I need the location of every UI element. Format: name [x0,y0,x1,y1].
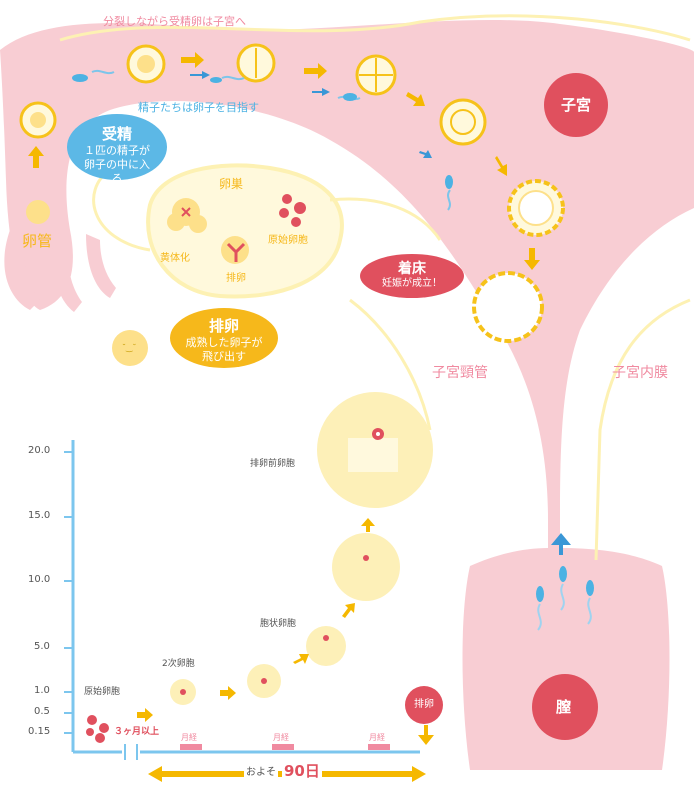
ovulating-follicle-icon [221,236,249,264]
period-label: 月経 [369,734,385,742]
two-cell-embryo [238,45,274,81]
axis-break-label: ３ヶ月以上 [114,728,159,737]
sperm-route-label: 精子たちは卵子を目指す [138,102,259,113]
period-label: 月経 [273,734,289,742]
implantation-text: 妊娠が成立！ [360,278,464,291]
four-cell-embryo [357,56,395,94]
zygote [128,46,164,82]
ovulation-title: 排卵 [170,315,278,336]
y-tick-label: 0.5 [34,707,50,717]
stage-label: 胞状卵胞 [260,620,296,629]
early-blastocyst [509,181,563,235]
ovulation-marker-label: 排卵 [414,700,434,710]
y-tick-label: 0.15 [28,727,50,737]
stage-label: 原始卵胞 [84,688,120,697]
implantation-note: 着床 妊娠が成立！ [360,254,464,298]
vagina-label: 膣 [556,700,571,715]
stage-label: 2次卵胞 [162,660,195,669]
primordial-follicles-chart [86,715,109,743]
endometrium-label: 子宮内膜 [612,366,668,380]
ovum-label: 排卵 [226,274,246,284]
ovulation-note: 排卵 成熟した卵子が飛び出す [170,308,278,368]
svg-text:˘‿˘: ˘‿˘ [122,342,136,352]
fertilization-text: １匹の精子が卵子の中に入る [69,144,165,185]
duration-prefix: およそ [244,768,278,778]
fertilization-note: 受精 １匹の精子が卵子の中に入る [69,116,165,180]
blastocyst [474,273,542,341]
ovary-title: 卵巣 [219,178,243,190]
fertilization-title: 受精 [69,123,165,144]
y-tick-label: 10.0 [28,575,50,585]
follicle-growth-chart [64,392,443,782]
antral-follicle [306,626,346,666]
corpus-luteum-label: 黄体化 [160,254,190,264]
duration-value: 90日 [282,764,322,779]
period-label: 月経 [181,734,197,742]
uterus-label: 子宮 [561,98,591,113]
y-tick-label: 20.0 [28,446,50,456]
fertilized-egg [21,103,55,137]
ovulation-text: 成熟した卵子が飛び出す [170,336,278,364]
y-tick-label: 15.0 [28,511,50,521]
morula [441,100,485,144]
oviduct-label: 卵管 [22,234,52,249]
primordial-label: 原始卵胞 [268,236,308,246]
large-antral-follicle [332,533,400,601]
stage-label: 排卵前卵胞 [250,460,295,469]
implantation-title: 着床 [360,258,464,278]
top-route-label: 分裂しながら受精卵は子宮へ [103,16,246,27]
y-tick-label: 5.0 [34,642,50,652]
fimbria [86,234,116,298]
ovum-cell [26,200,50,224]
y-tick-label: 1.0 [34,686,50,696]
cervix-label: 子宮頸管 [432,366,488,380]
